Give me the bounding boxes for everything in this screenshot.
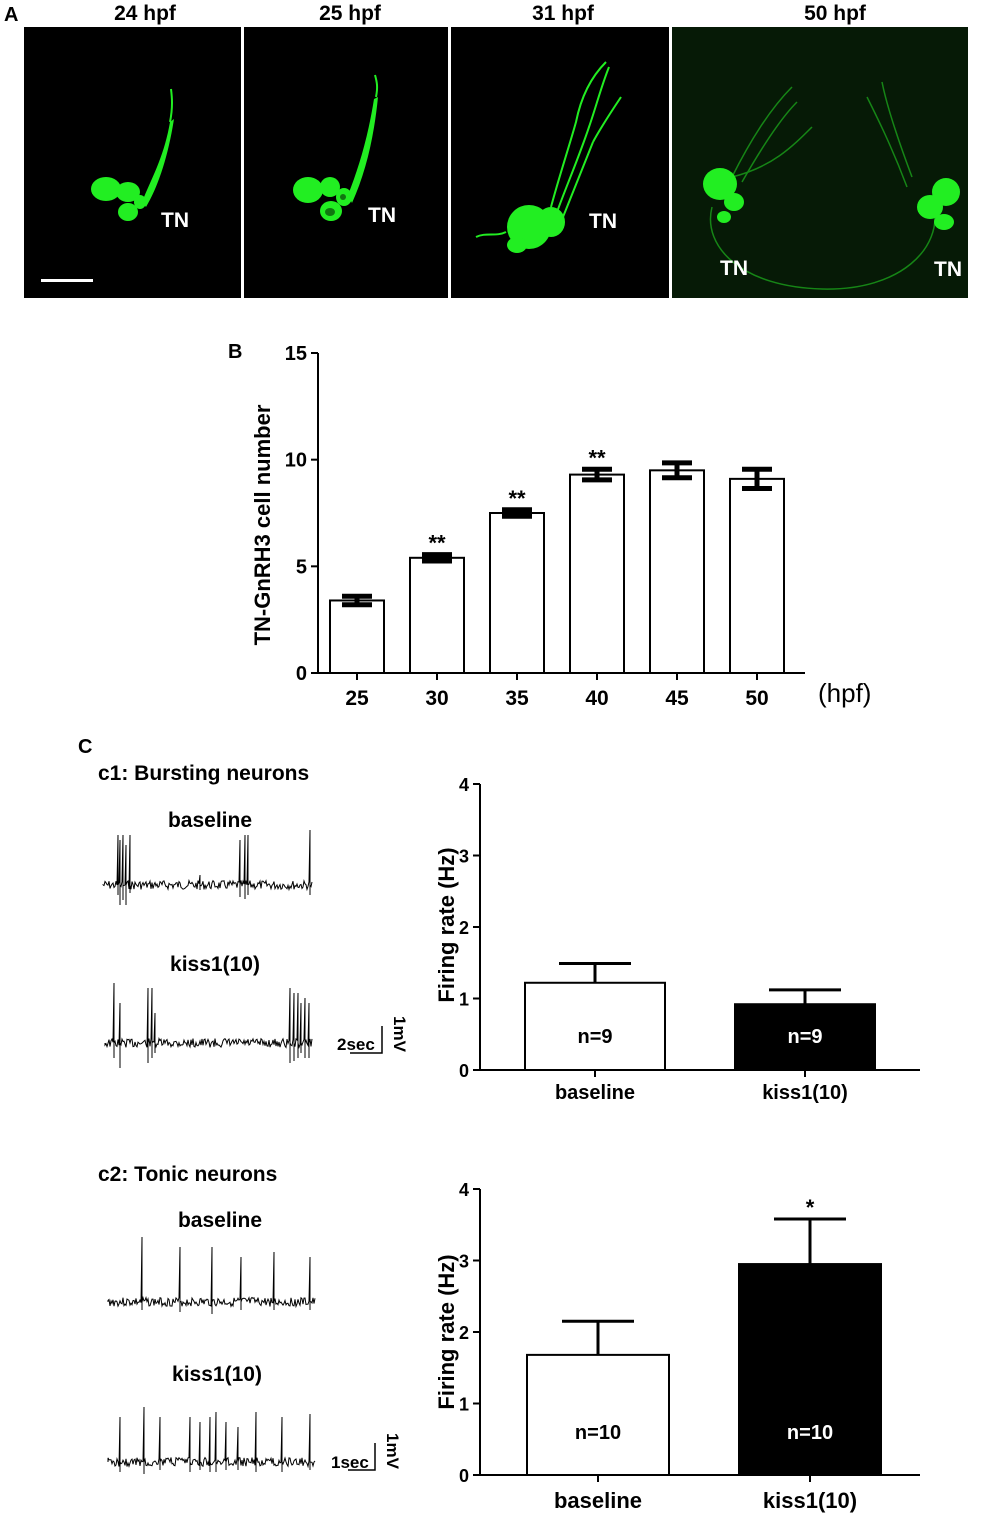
y-tick-label: 2 [459,1323,469,1343]
scale-bar-c1 [350,1026,383,1054]
y-axis-label: TN-GnRH3 cell number [250,404,275,645]
bar [729,477,785,674]
y-tick-label: 2 [459,918,469,938]
bar-n-label: n=10 [787,1422,833,1444]
c2-baseline-trace [107,1236,316,1314]
scale-bar-c2 [348,1443,376,1471]
panel-c-label: C [78,736,93,758]
x-tick-label: 45 [665,687,689,710]
c2-traces: 1sec 1mV [107,1236,402,1474]
micrograph-50hpf: TN TN [672,27,968,298]
c1-trace-baseline-label: baseline [167,809,253,832]
micrograph-25hpf: TN [244,27,448,298]
c2-trace-baseline-label: baseline [177,1209,263,1232]
c1-time-scale: 2sec [337,1035,375,1054]
y-tick-label: 3 [459,847,469,867]
significance-label: ** [508,486,526,511]
bar [526,1353,670,1477]
neuron-cluster-50hpf [703,81,960,290]
x-axis-unit-label: (hpf) [818,678,870,708]
c1-trace-kiss1-label: kiss1(10) [170,953,260,976]
bar [738,1263,882,1476]
x-tick-label: 30 [425,687,448,710]
bar [489,512,545,674]
y-axis-label: Firing rate (Hz) [434,1254,459,1409]
micrograph-31hpf: TN [451,27,669,298]
tn-label-left: TN [720,257,748,280]
bar [569,473,625,674]
micrograph-24hpf: TN [24,27,241,298]
y-tick-label: 0 [459,1061,469,1081]
panel-b-label: B [228,341,243,363]
x-tick-label: kiss1(10) [762,1082,848,1104]
y-tick-label: 0 [296,663,307,685]
x-tick-label: 25 [345,687,369,710]
x-tick-label: 35 [505,687,529,710]
scale-bar [41,279,93,282]
c1-traces: 2sec 1mV [102,829,409,1068]
x-tick-label: 40 [585,687,608,710]
c2-kiss1-trace [107,1406,316,1474]
bar [524,981,666,1072]
c1-amp-scale: 1mV [390,1016,409,1053]
time-label-24hpf: 24 hpf [114,2,176,25]
tn-label: TN [368,204,396,227]
bar-n-label: n=9 [577,1026,612,1048]
c2-amp-scale: 1mV [383,1433,402,1470]
y-tick-label: 1 [459,990,469,1010]
bar [649,469,705,674]
significance-label: ** [428,531,446,556]
y-tick-label: 4 [459,1180,469,1200]
x-tick-label: baseline [554,1488,642,1513]
c2-title: c2: Tonic neurons [98,1163,278,1186]
y-tick-label: 0 [459,1466,469,1486]
x-tick-label: baseline [555,1082,635,1104]
y-axis-label: Firing rate (Hz) [434,847,459,1002]
y-tick-label: 4 [459,775,469,795]
time-label-50hpf: 50 hpf [804,2,866,25]
bar-n-label: n=10 [575,1422,621,1444]
y-tick-label: 3 [459,1252,469,1272]
c1-title: c1: Bursting neurons [98,762,310,785]
time-label-25hpf: 25 hpf [319,2,381,25]
panel-a-label: A [4,4,19,26]
c2-trace-kiss1-label: kiss1(10) [172,1363,262,1386]
significance-label: ** [588,445,606,470]
neuron-cluster-31hpf [475,61,622,253]
bar [734,1003,876,1071]
y-tick-label: 1 [459,1395,469,1415]
time-label-31hpf: 31 hpf [532,2,594,25]
y-tick-label: 5 [296,556,307,578]
bar-n-label: n=9 [787,1026,822,1048]
bar [409,556,465,674]
c2-time-scale: 1sec [331,1453,369,1472]
c1-kiss1-trace [104,982,313,1068]
neuron-cluster-24hpf [91,88,174,221]
c1-baseline-trace [102,829,313,905]
bar [329,599,385,675]
tn-label: TN [589,210,617,233]
y-tick-label: 15 [285,343,307,365]
x-tick-label: 50 [745,687,768,710]
x-tick-label: kiss1(10) [763,1488,857,1513]
y-tick-label: 10 [285,450,307,472]
tn-label-right: TN [934,258,962,281]
significance-label: * [806,1195,815,1220]
neuron-cluster-25hpf [293,74,379,221]
tn-label: TN [161,209,189,232]
